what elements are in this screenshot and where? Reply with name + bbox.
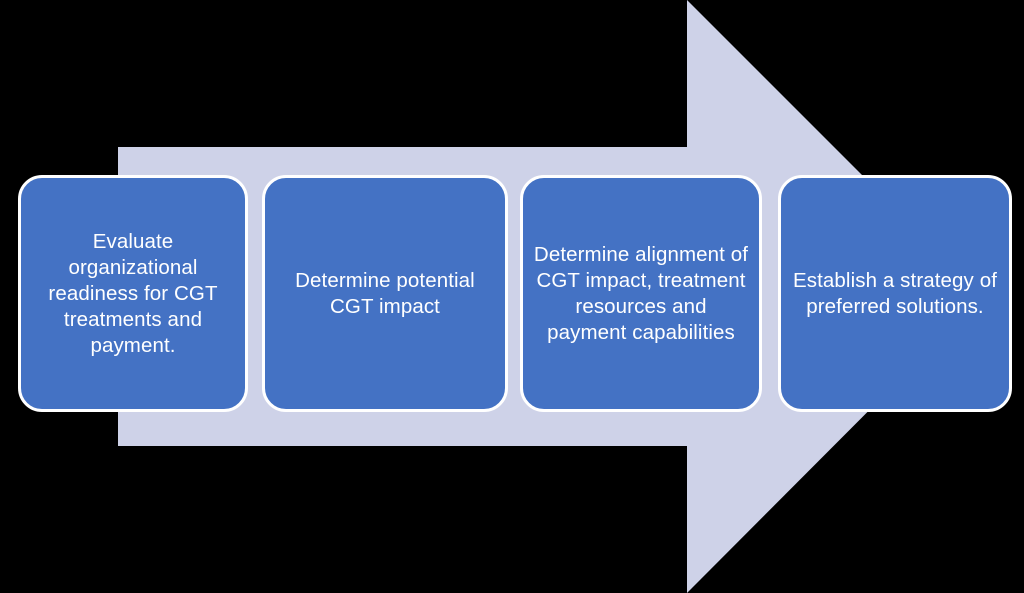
step-label: Determine potential CGT impact xyxy=(295,268,475,318)
step-determine-impact[interactable]: Determine potential CGT impact xyxy=(262,175,508,412)
step-evaluate-readiness[interactable]: Evaluate organizational readiness for CG… xyxy=(18,175,248,412)
step-establish-strategy[interactable]: Establish a strategy of preferred soluti… xyxy=(778,175,1012,412)
step-label: Determine alignment of CGT impact, treat… xyxy=(533,242,749,344)
step-determine-alignment[interactable]: Determine alignment of CGT impact, treat… xyxy=(520,175,762,412)
step-label: Establish a strategy of preferred soluti… xyxy=(793,268,997,318)
step-label: Evaluate organizational readiness for CG… xyxy=(48,229,218,357)
